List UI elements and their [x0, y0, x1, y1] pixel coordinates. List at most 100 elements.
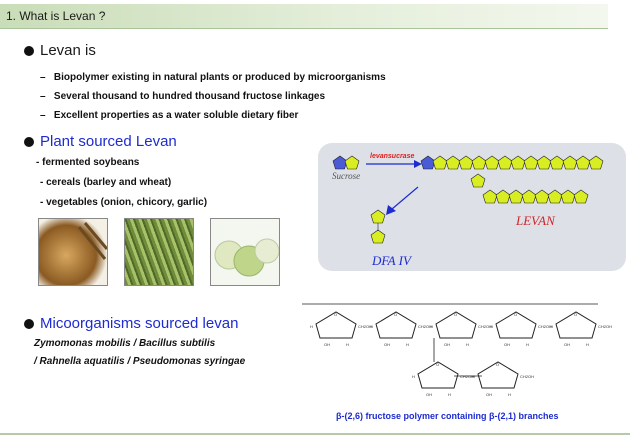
- dfa-frc-1-icon: [370, 209, 386, 224]
- structure-atom-label: O: [514, 312, 517, 317]
- levan-frc-icon: [432, 155, 448, 170]
- dfa-label: DFA IV: [371, 253, 413, 268]
- structure-atom-label: OH: [444, 342, 450, 347]
- levan-point-1-text: Biopolymer existing in natural plants or…: [53, 72, 386, 83]
- levan-frc-icon: [536, 155, 552, 170]
- levan-main-chain: [432, 155, 604, 170]
- levan-frc-icon: [497, 155, 513, 170]
- bullet-levan-is: Levan is: [24, 42, 96, 59]
- plant-point-3: - vegetables (onion, chicory, garlic): [40, 197, 208, 208]
- chopsticks-icon: [77, 222, 109, 260]
- structure-atom-label: CH2OH: [418, 324, 432, 329]
- sucrose-frc-icon: [344, 155, 360, 170]
- structure-atom-label: CH2OH: [478, 324, 492, 329]
- dfa-arrow: [391, 186, 419, 210]
- levan-branch-frc-icon: [560, 189, 576, 204]
- levan-frc-icon: [484, 155, 500, 170]
- structure-atom-label: O: [394, 312, 397, 317]
- levan-glc-icon: [420, 155, 436, 170]
- slide-title-bar: 1. What is Levan ?: [0, 4, 608, 29]
- structure-atom-label: H: [412, 374, 415, 379]
- levan-frc-icon: [575, 155, 591, 170]
- levan-branch-frc-icon: [547, 189, 563, 204]
- structure-atom-label: H: [406, 342, 409, 347]
- structure-atom-label: OH: [426, 392, 432, 397]
- structure-atom-label: CH2OH: [520, 374, 534, 379]
- levan-frc-icon: [588, 155, 604, 170]
- structure-atom-label: OH: [504, 342, 510, 347]
- onion-icon: [214, 238, 280, 277]
- levan-point-3-text: Excellent properties as a water soluble …: [53, 110, 299, 121]
- levan-is-heading: Levan is: [40, 42, 96, 59]
- levan-frc-icon: [549, 155, 565, 170]
- bullet-plant-sourced: Plant sourced Levan: [24, 133, 177, 150]
- levan-frc-icon: [458, 155, 474, 170]
- structure-atom-label: OH: [324, 342, 330, 347]
- bullet-dot-icon: [24, 46, 34, 57]
- levan-branch-frc-icon: [573, 189, 589, 204]
- levan-branch-frc-icon: [508, 189, 524, 204]
- dfa-arrowhead-icon: [386, 205, 396, 215]
- structure-atom-label: H: [508, 392, 511, 397]
- bottom-rule: [0, 433, 630, 435]
- dfa-frc-2-icon: [370, 229, 386, 244]
- fructose-ring: O OH H CH2OH H: [550, 311, 612, 347]
- structure-atom-label: H: [370, 324, 373, 329]
- structure-atom-label: H: [466, 342, 469, 347]
- structure-atom-label: OH: [384, 342, 390, 347]
- structure-atom-label: H: [346, 342, 349, 347]
- levan-synthesis-diagram: Sucrose levansucrase LEVAN DFA IV: [332, 153, 604, 268]
- structure-atom-label: O: [574, 312, 577, 317]
- structure-atom-label: CH2OH: [460, 374, 474, 379]
- structure-atom-label: H: [310, 324, 313, 329]
- bullet-dot-icon: [24, 319, 34, 330]
- structure-atom-label: OH: [564, 342, 570, 347]
- structure-atom-label: H: [586, 342, 589, 347]
- structure-atom-label: CH2OH: [358, 324, 372, 329]
- structure-atom-label: O: [334, 312, 337, 317]
- levan-frc-icon: [471, 155, 487, 170]
- plant-point-2: - cereals (barley and wheat): [40, 177, 172, 188]
- structure-atom-label: O: [496, 362, 499, 367]
- plant-point-1: - fermented soybeans: [36, 157, 140, 168]
- structure-atom-label: O: [436, 362, 439, 367]
- levan-point-3: – Excellent properties as a water solubl…: [40, 110, 299, 121]
- enzyme-arrowhead-icon: [414, 160, 422, 168]
- enzyme-label: levansucrase: [370, 153, 414, 160]
- micro-line-1: Zymomonas mobilis / Bacillus subtilis: [34, 338, 216, 349]
- levan-point-1: – Biopolymer existing in natural plants …: [40, 72, 386, 83]
- levan-frc-icon: [445, 155, 461, 170]
- structure-atom-label: CH2OH: [598, 324, 612, 329]
- structure-atom-label: O: [454, 312, 457, 317]
- structure-atom-label: CH2OH: [538, 324, 552, 329]
- micro-heading: Micoorganisms sourced levan: [40, 315, 239, 332]
- plant-heading: Plant sourced Levan: [40, 133, 177, 150]
- slide-title: 1. What is Levan ?: [6, 9, 106, 23]
- levan-point-2: – Several thousand to hundred thousand f…: [40, 91, 326, 102]
- levan-branch-chain: [470, 173, 589, 204]
- structure-atom-label: H: [430, 324, 433, 329]
- structure-atom-label: H: [550, 324, 553, 329]
- structure-atom-label: H: [472, 374, 475, 379]
- onion-image: [210, 218, 280, 286]
- barley-image: [124, 218, 194, 286]
- sucrose-glc-icon: [332, 155, 348, 170]
- structure-caption: β-(2,6) fructose polymer containing β-(2…: [336, 411, 559, 421]
- levan-branch-frc-icon: [482, 189, 498, 204]
- levan-branch-frc-icon: [495, 189, 511, 204]
- structure-atom-label: H: [490, 324, 493, 329]
- levan-frc-icon: [510, 155, 526, 170]
- fermented-soybeans-image: [38, 218, 109, 286]
- levan-point-2-text: Several thousand to hundred thousand fru…: [53, 91, 326, 102]
- levan-frc-icon: [562, 155, 578, 170]
- bullet-dot-icon: [24, 137, 34, 148]
- levan-label: LEVAN: [515, 213, 556, 228]
- levan-frc-icon: [523, 155, 539, 170]
